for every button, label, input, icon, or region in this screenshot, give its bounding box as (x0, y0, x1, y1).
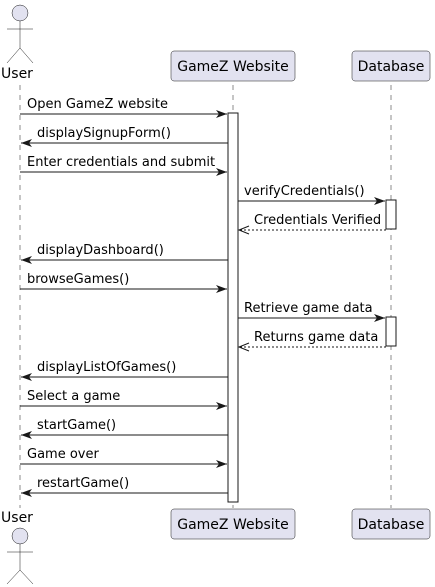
actor-label: User (1, 510, 33, 526)
message-label: startGame() (37, 418, 116, 433)
participant-box (351, 508, 431, 540)
arrowhead-icon (237, 342, 250, 352)
activation-database-retrieve (385, 316, 397, 347)
arrowhead-icon (21, 373, 32, 381)
message: verifyCredentials() (238, 184, 385, 205)
arrowhead-icon (216, 168, 227, 176)
actor-head (11, 527, 29, 545)
participant-box (170, 50, 296, 82)
message-label: displayDashboard() (37, 243, 164, 258)
actor-head (11, 4, 29, 22)
message-label: Game over (27, 447, 99, 462)
participant-box (351, 50, 431, 82)
arrowhead-icon (21, 256, 32, 264)
arrowhead-icon (374, 197, 385, 205)
message: displaySignupForm() (21, 126, 228, 147)
arrowhead-icon (237, 225, 250, 235)
arrowhead-icon (216, 110, 227, 118)
message: browseGames() (20, 272, 227, 293)
participant-database-bottom: Database (351, 508, 431, 540)
participant-database-top: Database (351, 50, 431, 82)
message-label: displayListOfGames() (37, 360, 176, 375)
participant-box (170, 508, 296, 540)
message: startGame() (21, 418, 228, 439)
message-label: restartGame() (37, 476, 129, 491)
participant-website-top: GameZ Website (170, 50, 296, 82)
activation-website (227, 112, 239, 503)
actor-leg-right (19, 569, 34, 585)
message-label: Enter credentials and submit (27, 155, 215, 170)
message: displayListOfGames() (21, 360, 228, 381)
arrowhead-icon (374, 314, 385, 322)
arrowhead-icon (21, 431, 32, 439)
message: Credentials Verified (237, 213, 386, 235)
message-label: Retrieve game data (244, 301, 373, 316)
participant-label: Database (358, 59, 425, 75)
participant-label: Database (358, 517, 425, 533)
actor-label: User (1, 66, 33, 82)
message-label: Credentials Verified (254, 213, 381, 228)
message-label: Select a game (27, 389, 120, 404)
message: Retrieve game data (238, 301, 385, 322)
actor-user-bottom: User (1, 510, 34, 585)
participant-label: GameZ Website (177, 517, 289, 533)
message: Game over (20, 447, 227, 468)
message: restartGame() (21, 476, 228, 497)
participant-label: GameZ Website (177, 59, 289, 75)
arrowhead-icon (216, 402, 227, 410)
arrowhead-icon (216, 285, 227, 293)
participant-website-bottom: GameZ Website (170, 508, 296, 540)
message-label: displaySignupForm() (37, 126, 171, 141)
message: displayDashboard() (21, 243, 228, 264)
actor-user-top: User (1, 4, 34, 82)
message: Returns game data (237, 330, 386, 352)
actor-leg-left (6, 569, 21, 585)
message: Open GameZ website (20, 97, 227, 118)
actor-leg-right (19, 47, 34, 64)
message-label: browseGames() (27, 272, 129, 287)
arrowhead-icon (21, 139, 32, 147)
message-label: verifyCredentials() (244, 184, 365, 199)
message: Enter credentials and submit (20, 155, 227, 176)
arrowhead-icon (216, 460, 227, 468)
activation-database-verify (385, 199, 397, 230)
message-label: Open GameZ website (27, 97, 168, 112)
message-label: Returns game data (254, 330, 378, 345)
message: Select a game (20, 389, 227, 410)
arrowhead-icon (21, 489, 32, 497)
actor-leg-left (6, 47, 21, 64)
